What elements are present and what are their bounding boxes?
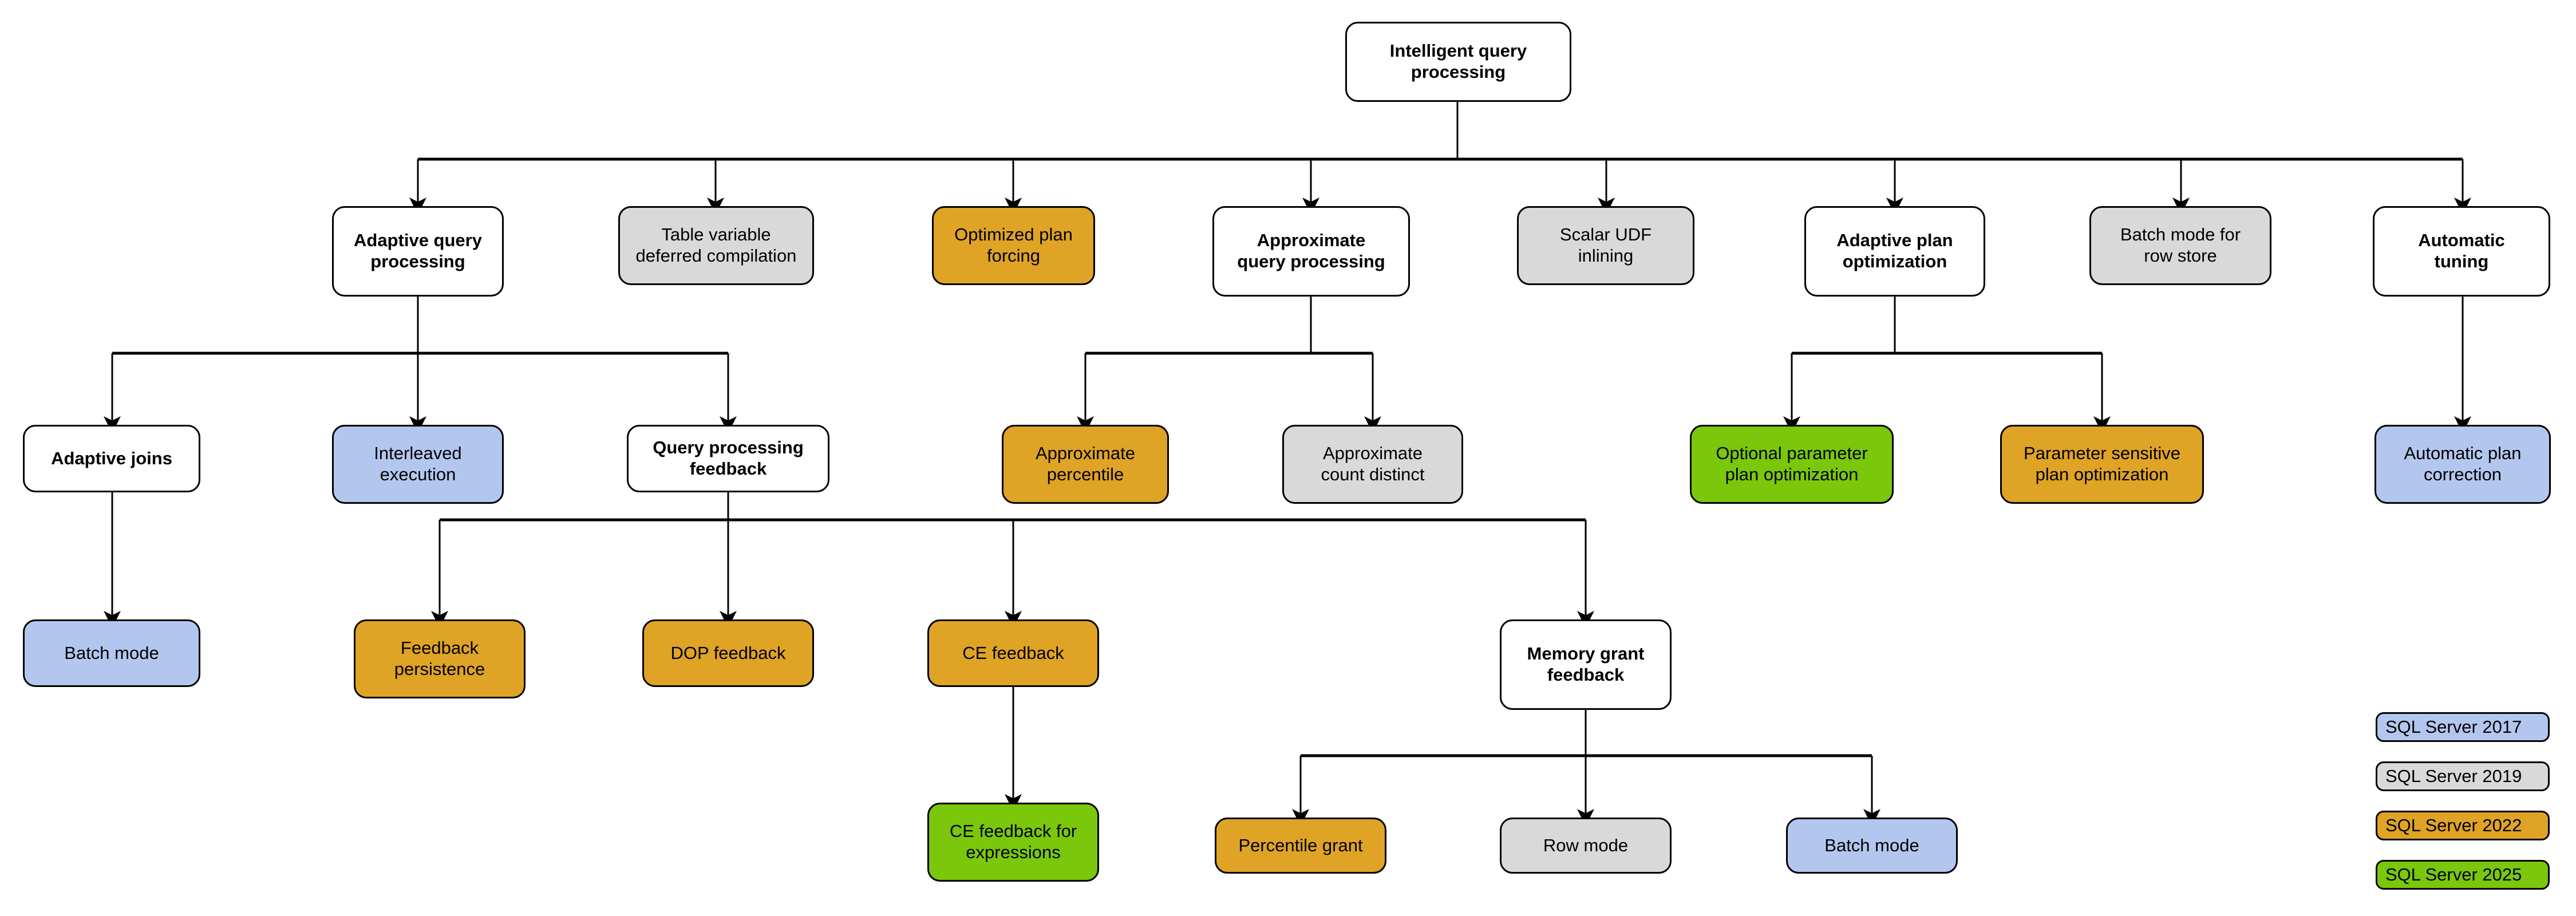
node-optional-parameter-plan-optimization[interactable]: Optional parameter plan optimization [1690,425,1894,504]
node-percentile-grant[interactable]: Percentile grant [1215,818,1386,874]
legend-label: SQL Server 2025 [2385,864,2522,885]
node-intelligent-query-processing[interactable]: Intelligent query processing [1345,22,1571,102]
legend-label: SQL Server 2019 [2385,766,2522,786]
node-row-mode[interactable]: Row mode [1500,818,1672,874]
node-automatic-plan-correction[interactable]: Automatic plan correction [2374,425,2551,504]
legend-item-sql-server-2022[interactable]: SQL Server 2022 [2376,811,2550,840]
node-interleaved-execution[interactable]: Interleaved execution [332,425,504,504]
legend-item-sql-server-2025[interactable]: SQL Server 2025 [2376,860,2550,890]
node-parameter-sensitive-plan-optimization[interactable]: Parameter sensitive plan optimization [2000,425,2204,504]
node-optimized-plan-forcing[interactable]: Optimized plan forcing [932,206,1095,285]
node-approximate-count-distinct[interactable]: Approximate count distinct [1282,425,1463,504]
node-ce-feedback-for-expressions[interactable]: CE feedback for expressions [927,803,1099,882]
node-batch-mode-for-row-store[interactable]: Batch mode for row store [2089,206,2271,285]
node-batch-mode-adaptive-joins[interactable]: Batch mode [23,619,200,687]
legend-label: SQL Server 2017 [2385,717,2522,737]
node-automatic-tuning[interactable]: Automatic tuning [2373,206,2550,297]
node-scalar-udf-inlining[interactable]: Scalar UDF inlining [1517,206,1694,285]
node-adaptive-plan-optimization[interactable]: Adaptive plan optimization [1804,206,1985,297]
node-adaptive-joins[interactable]: Adaptive joins [23,425,200,492]
node-dop-feedback[interactable]: DOP feedback [642,619,814,687]
node-memory-grant-feedback[interactable]: Memory grant feedback [1500,619,1672,710]
legend-item-sql-server-2019[interactable]: SQL Server 2019 [2376,761,2550,791]
node-batch-mode-memory-grant[interactable]: Batch mode [1786,818,1958,874]
node-feedback-persistence[interactable]: Feedback persistence [354,619,526,698]
node-approximate-query-processing[interactable]: Approximate query processing [1212,206,1410,297]
legend-item-sql-server-2017[interactable]: SQL Server 2017 [2376,712,2550,742]
node-adaptive-query-processing[interactable]: Adaptive query processing [332,206,504,297]
legend-label: SQL Server 2022 [2385,815,2522,835]
node-approximate-percentile[interactable]: Approximate percentile [1002,425,1169,504]
node-table-variable-deferred-compilation[interactable]: Table variable deferred compilation [618,206,814,285]
node-ce-feedback[interactable]: CE feedback [927,619,1099,687]
node-query-processing-feedback[interactable]: Query processing feedback [627,425,829,492]
